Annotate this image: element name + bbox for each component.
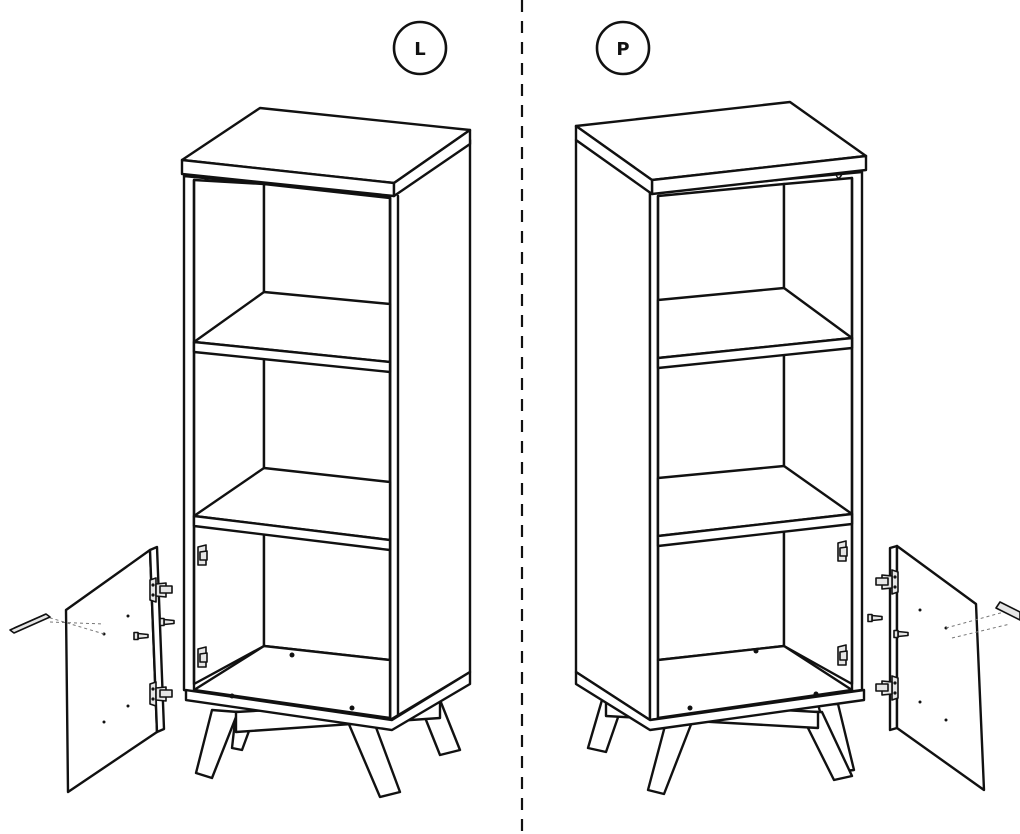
bottom-hole xyxy=(289,652,295,658)
mounting-plate xyxy=(837,540,848,562)
screw xyxy=(159,617,175,627)
badge-l-label: L xyxy=(414,39,425,60)
bottom-hole xyxy=(813,691,819,697)
door-left xyxy=(9,545,175,794)
badge-l-circle xyxy=(392,20,448,76)
mounting-plate xyxy=(837,644,848,666)
back-panel xyxy=(782,176,854,686)
screw xyxy=(867,613,883,623)
badge-p-circle xyxy=(595,20,651,76)
door-right-panel xyxy=(895,544,986,792)
leg-front-right xyxy=(346,720,402,799)
shelf-upper-edge xyxy=(192,340,392,374)
screw xyxy=(133,631,149,641)
bottom-hole xyxy=(753,648,759,654)
hinge xyxy=(149,577,173,603)
back-wall xyxy=(262,182,392,662)
back-wall xyxy=(656,182,786,662)
bottom-board xyxy=(192,644,392,720)
bottom-front-edge xyxy=(184,670,472,732)
top-board-side xyxy=(574,124,654,196)
side-panel-left xyxy=(574,138,652,722)
bottom-front-edge xyxy=(574,670,866,732)
badge-p-label: P xyxy=(616,39,629,60)
door-hole xyxy=(102,720,106,724)
door-right xyxy=(867,544,1020,792)
back-panel xyxy=(192,178,266,686)
leg-front-left xyxy=(646,720,694,796)
handle-guide xyxy=(945,611,1011,639)
hinge xyxy=(875,569,899,595)
door-hole xyxy=(126,614,130,618)
door-hole xyxy=(944,718,948,722)
mounting-plate xyxy=(197,544,208,566)
hinge xyxy=(875,675,899,701)
bottom-board xyxy=(656,644,854,720)
door-hole xyxy=(126,704,130,708)
wall-hanger xyxy=(835,173,843,179)
handle-right xyxy=(995,601,1020,621)
cabinet-left xyxy=(180,106,472,799)
top-board-side xyxy=(392,128,472,198)
shelf-middle-edge xyxy=(656,512,854,548)
right-side-inner xyxy=(388,194,400,720)
bottom-hole xyxy=(229,693,235,699)
door-left-panel xyxy=(64,548,159,794)
badge-p: P xyxy=(595,20,651,76)
shelf-middle-edge xyxy=(192,514,392,552)
leg-front-left xyxy=(194,708,240,780)
mounting-plate xyxy=(197,646,208,668)
handle-left xyxy=(9,613,51,634)
bottom-hole xyxy=(349,705,355,711)
bottom-hole xyxy=(687,705,693,711)
cabinet-right xyxy=(574,100,868,796)
side-panel-right xyxy=(388,138,472,722)
wall-hanger xyxy=(203,175,211,181)
door-hole xyxy=(918,608,922,612)
screw xyxy=(893,629,909,639)
handle-guide xyxy=(43,615,105,635)
door-hole xyxy=(918,700,922,704)
shelf-upper-edge xyxy=(656,336,854,370)
badge-l: L xyxy=(392,20,448,76)
